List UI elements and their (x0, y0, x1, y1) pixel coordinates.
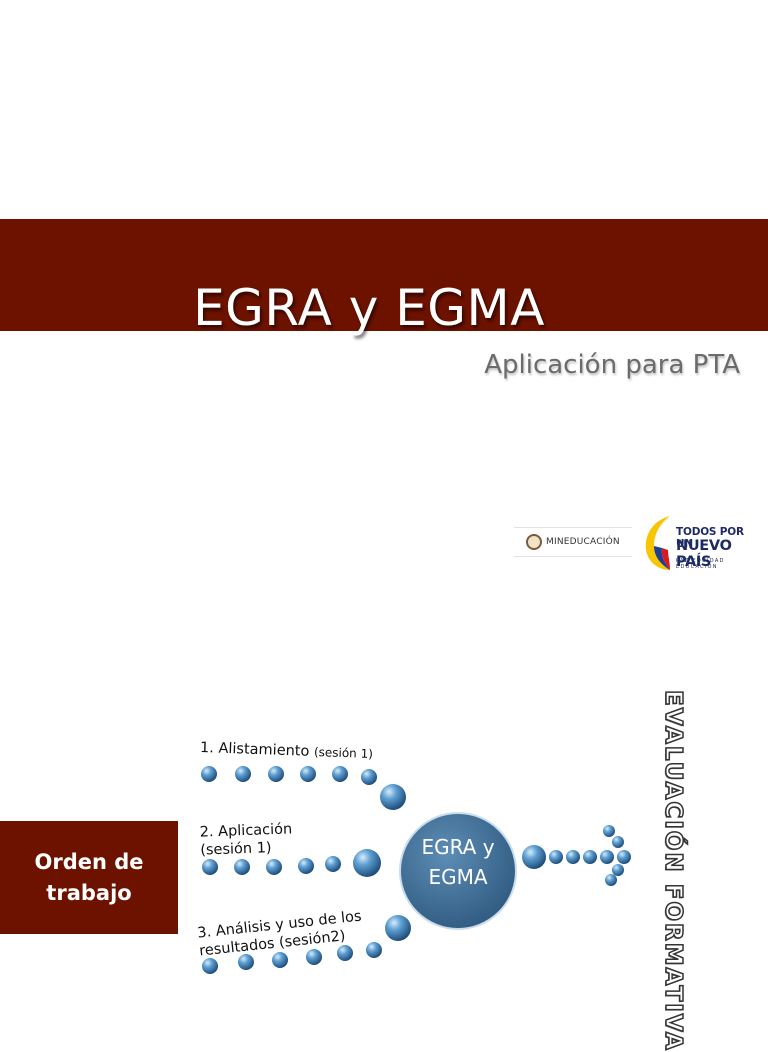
work-order-line2: trabajo (46, 880, 132, 905)
bubble (268, 766, 284, 782)
page-subtitle: Aplicación para PTA (484, 350, 740, 380)
bubble (612, 864, 624, 876)
bubble (566, 850, 580, 864)
bubble (202, 958, 218, 974)
center-label-line1: EGRA y (421, 835, 495, 859)
bubble (332, 766, 348, 782)
bubble (325, 856, 341, 872)
step1-session: (sesión 1) (313, 744, 374, 762)
bubble (522, 845, 546, 869)
row3-bubbles (202, 915, 411, 974)
step2-line1: 2. Aplicación (199, 821, 293, 841)
center-label: EGRA y EGMA (400, 832, 516, 892)
bubble (603, 825, 615, 837)
mineducacion-logo: MINEDUCACIÓN (514, 527, 632, 557)
bubble (306, 949, 322, 965)
center-circle (399, 812, 517, 930)
diagram-shapes (201, 766, 631, 974)
flag-swoosh-icon (645, 516, 670, 570)
bubble (366, 942, 382, 958)
bubble (583, 850, 597, 864)
bubble (298, 858, 314, 874)
step1-main: 1. Alistamiento (199, 739, 310, 760)
bubble (238, 954, 254, 970)
page-title: EGRA y EGMA (193, 279, 545, 337)
work-order-box: Orden de trabajo (0, 821, 178, 934)
vertical-label: EVALUACIÓN FORMATIVA (659, 689, 687, 1052)
bubble (272, 952, 288, 968)
row1-bubbles (201, 766, 406, 810)
tpnp-text-line1: TODOS POR UN (676, 526, 744, 550)
tpnp-text-line3: PAZ EQUIDAD EDUCACIÓN (676, 558, 725, 570)
row2-bubbles (202, 849, 381, 877)
bubble (353, 849, 381, 877)
logos-area: MINEDUCACIÓN TODOS POR UN NUEVO PAÍS PAZ… (514, 512, 760, 574)
center-label-line2: EGMA (428, 865, 488, 889)
bubble (617, 850, 631, 864)
bubble (605, 874, 617, 886)
title-band (0, 219, 768, 331)
bubble (361, 769, 377, 785)
step2-label: 2. Aplicación (sesión 1) (199, 820, 293, 859)
bubble (201, 766, 217, 782)
bubble (300, 766, 316, 782)
bubble (337, 945, 353, 961)
national-seal-icon (526, 534, 542, 550)
bubble (235, 766, 251, 782)
arrow-bubbles (522, 825, 631, 886)
bubble (380, 784, 406, 810)
work-order-line1: Orden de (34, 849, 144, 874)
bubble (612, 836, 624, 848)
mineducacion-text: MINEDUCACIÓN (546, 537, 620, 547)
bubble (266, 859, 282, 875)
bubble (600, 850, 614, 864)
bubble (234, 859, 250, 875)
tpnp-text-line2: NUEVO PAÍS (676, 538, 732, 570)
bubble (385, 915, 411, 941)
bubble (549, 850, 563, 864)
step2-line2: (sesión 1) (200, 840, 272, 859)
todos-por-un-nuevo-pais-logo: TODOS POR UN NUEVO PAÍS PAZ EQUIDAD EDUC… (640, 512, 760, 574)
bubble (202, 859, 218, 875)
